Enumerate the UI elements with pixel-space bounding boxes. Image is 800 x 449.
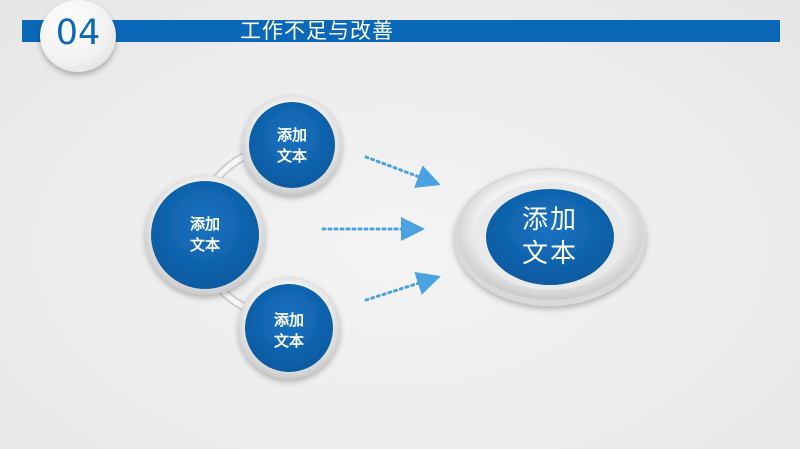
- node-top-line2: 文本: [276, 147, 307, 165]
- arrow-bottom: [364, 271, 441, 302]
- section-title: 工作不足与改善: [240, 19, 394, 43]
- node-target-label: 添加 文本: [500, 203, 600, 271]
- section-number-badge: [40, 0, 116, 72]
- node-target: [454, 168, 646, 306]
- node-target-line2: 文本: [521, 239, 578, 269]
- node-bottom: [238, 277, 340, 379]
- node-left-label: 添加 文本: [175, 214, 235, 256]
- node-left-line2: 文本: [189, 236, 220, 254]
- node-top-line1: 添加: [276, 126, 307, 144]
- node-top-label: 添加 文本: [262, 125, 322, 167]
- section-number: 04: [55, 13, 101, 53]
- node-left-line1: 添加: [189, 215, 220, 233]
- node-top: [242, 95, 342, 195]
- node-left: [145, 175, 265, 295]
- node-target-line1: 添加: [521, 205, 578, 235]
- header-bar: [22, 20, 780, 42]
- node-bottom-line2: 文本: [273, 332, 304, 350]
- node-bottom-line1: 添加: [273, 311, 304, 329]
- arrow-top: [364, 155, 441, 188]
- node-bottom-label: 添加 文本: [259, 310, 319, 352]
